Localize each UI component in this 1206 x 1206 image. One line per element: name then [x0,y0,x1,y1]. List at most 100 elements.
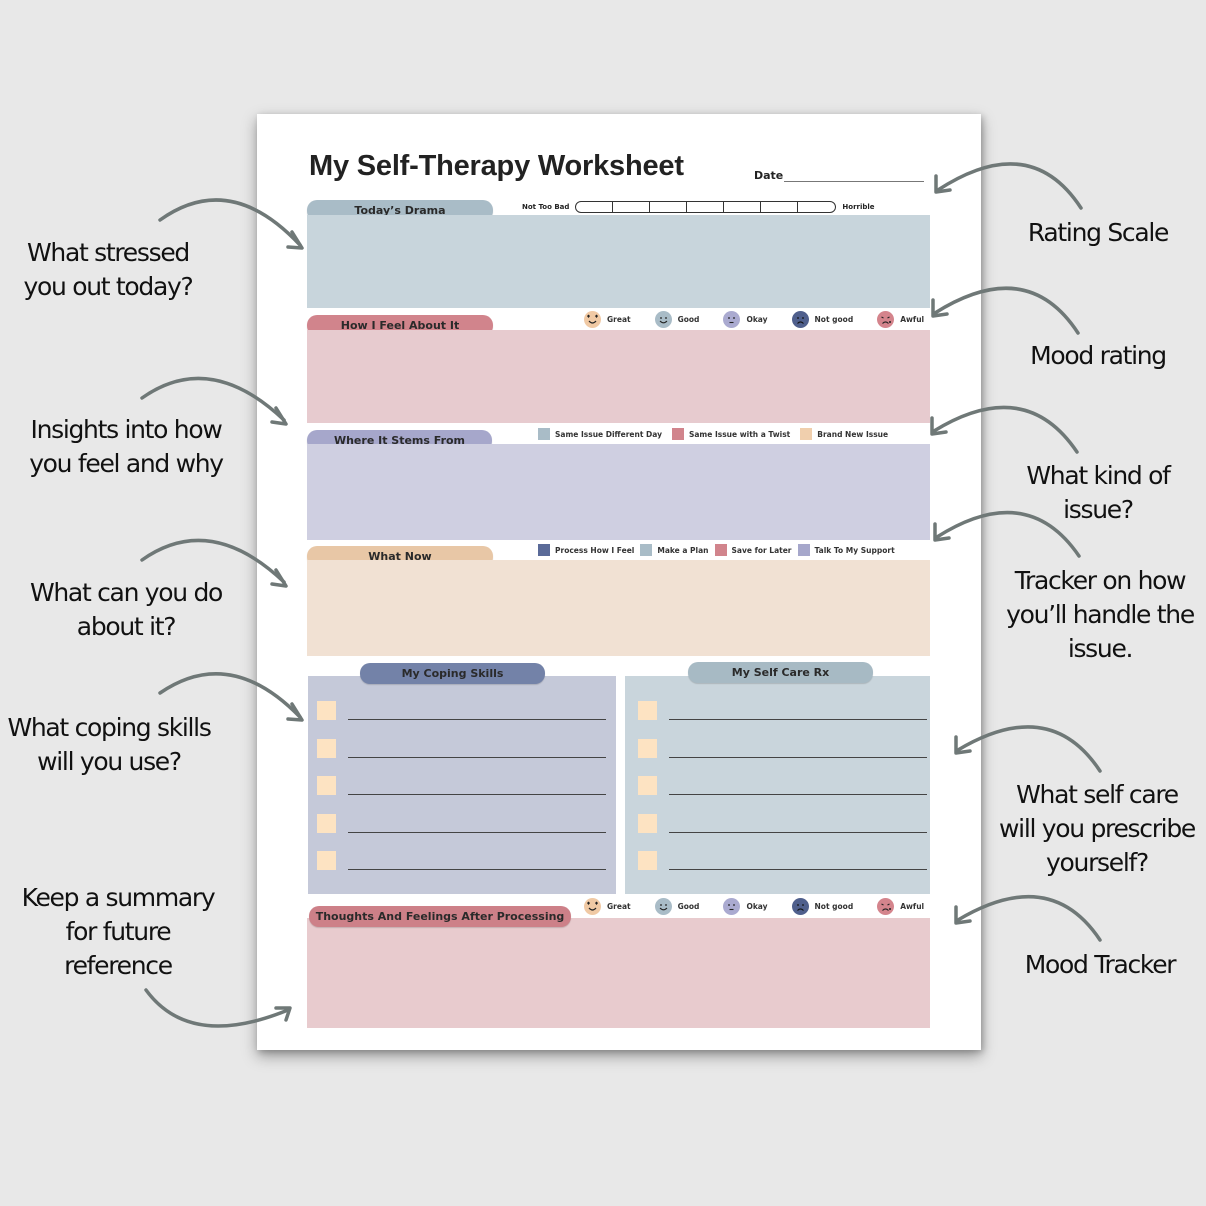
issue-type-brand-new[interactable]: Brand New Issue [800,428,888,440]
rating-scale: Not Too Bad Horrible [522,201,875,213]
mood-option-okay[interactable]: Okay [723,898,768,915]
callout-rating-scale: Rating Scale [1027,218,1170,247]
callout-mood-tracker: Mood Tracker [1024,950,1177,979]
arrow-icon [954,894,1102,942]
self-care-label: My Self Care Rx [688,662,873,683]
arrow-icon [140,376,288,426]
action-process-feelings[interactable]: Process How I Feel [538,544,634,556]
mood-rating-row: Great Good Okay Not good Awful [584,311,924,328]
checkbox[interactable] [638,701,657,720]
checkbox[interactable] [317,701,336,720]
self-care-panel [625,676,930,894]
date-label: Date [754,169,784,182]
coping-skill-row-5[interactable] [317,851,606,870]
frown-face-icon [791,311,809,328]
swatch-icon [671,428,684,440]
crying-face-icon [877,311,895,328]
coping-skills-panel [308,676,616,894]
arrow-icon [158,672,304,722]
issue-type-legend: Same Issue Different Day Same Issue with… [538,428,898,440]
neutral-face-icon [723,311,741,328]
smile-face-icon [654,898,672,915]
action-save-later[interactable]: Save for Later [714,544,792,556]
rating-scale-segment-1[interactable] [576,202,614,212]
checkbox[interactable] [317,739,336,758]
coping-skill-row-3[interactable] [317,776,606,795]
rating-scale-segment-2[interactable] [613,202,651,212]
crying-face-icon [877,898,895,915]
coping-skill-row-2[interactable] [317,739,606,758]
worksheet-page: My Self-Therapy Worksheet Date Today’s D… [257,114,981,1050]
swatch-icon [714,544,727,556]
scale-left-label: Not Too Bad [522,203,570,211]
arrow-icon [931,286,1080,335]
arrow-icon [158,198,304,250]
rating-scale-segment-5[interactable] [724,202,762,212]
mood-option-awful[interactable]: Awful [877,311,924,328]
worksheet-title: My Self-Therapy Worksheet [309,150,684,182]
frown-face-icon [791,898,809,915]
self-care-row-3[interactable] [638,776,927,795]
heart-eyes-face-icon [584,311,601,328]
swatch-icon [797,544,810,556]
callout-mood-rating: Mood rating [1030,341,1167,370]
issue-type-same-different-day[interactable]: Same Issue Different Day [538,428,662,440]
rating-scale-segment-3[interactable] [650,202,688,212]
checkbox[interactable] [638,776,657,795]
arrow-icon [954,725,1102,773]
checkbox[interactable] [638,814,657,833]
action-make-plan[interactable]: Make a Plan [640,544,709,556]
checkbox[interactable] [317,851,336,870]
swatch-icon [538,544,550,556]
mood-option-okay[interactable]: Okay [723,311,768,328]
issue-type-same-with-twist[interactable]: Same Issue with a Twist [671,428,790,440]
mood-option-not-good[interactable]: Not good [791,311,853,328]
where-it-stems-textarea[interactable] [307,444,930,540]
self-care-row-4[interactable] [638,814,927,833]
coping-skills-label: My Coping Skills [360,663,545,684]
self-care-row-1[interactable] [638,701,927,720]
mood-option-great[interactable]: Great [584,898,631,915]
mood-option-good[interactable]: Good [654,311,699,328]
swatch-icon [800,428,813,440]
what-now-textarea[interactable] [307,560,930,656]
self-care-row-2[interactable] [638,739,927,758]
after-processing-textarea[interactable] [307,918,930,1028]
coping-skill-row-4[interactable] [317,814,606,833]
checkbox[interactable] [317,814,336,833]
smile-face-icon [654,311,672,328]
mood-option-good[interactable]: Good [654,898,699,915]
action-type-legend: Process How I Feel Make a Plan Save for … [538,544,905,556]
checkbox[interactable] [638,851,657,870]
scale-right-label: Horrible [842,203,875,211]
rating-scale-bar [575,201,837,213]
checkbox[interactable] [317,776,336,795]
todays-drama-textarea[interactable] [307,215,930,308]
how-i-feel-textarea[interactable] [307,330,930,423]
date-field[interactable]: Date [754,169,925,182]
mood-option-awful[interactable]: Awful [877,898,924,915]
mood-option-great[interactable]: Great [584,311,631,328]
arrow-icon [144,988,292,1028]
mood-option-not-good[interactable]: Not good [791,898,853,915]
date-input-line[interactable] [784,170,925,182]
arrow-icon [930,405,1079,454]
coping-skill-row-1[interactable] [317,701,606,720]
rating-scale-segment-6[interactable] [761,202,799,212]
neutral-face-icon [723,898,741,915]
checkbox[interactable] [638,739,657,758]
heart-eyes-face-icon [584,898,601,915]
action-talk-support[interactable]: Talk To My Support [797,544,895,556]
self-care-row-5[interactable] [638,851,927,870]
rating-scale-segment-4[interactable] [687,202,725,212]
arrow-icon [933,510,1081,558]
mood-tracker-row: Great Good Okay Not good Awful [584,898,924,915]
